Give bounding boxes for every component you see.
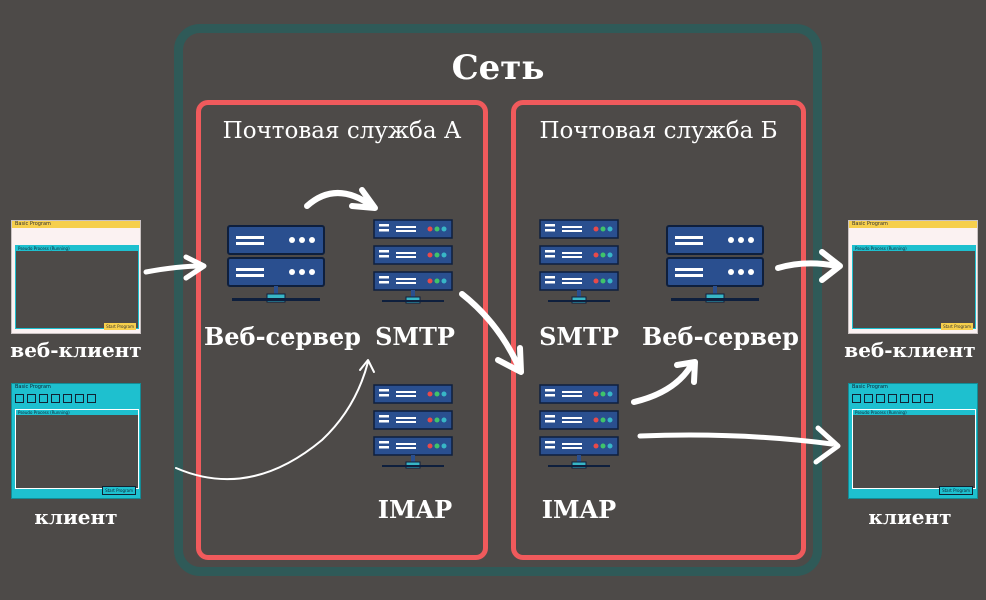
toolbar-icon (900, 394, 909, 403)
mail-service-b-title: Почтовая служба Б (539, 118, 778, 144)
start-program-button: Start Program (941, 323, 973, 330)
desktop-window-icon: Basic Program Pseudo Process (Running) S… (11, 383, 141, 499)
start-program-button: Start Program (102, 486, 136, 495)
right-client-label: клиент (868, 505, 952, 529)
server-rack-icon (539, 384, 619, 469)
toolbar-icon (912, 394, 921, 403)
imap-a-label: IMAP (377, 495, 453, 524)
window-inner-panel: Pseudo Process (Running) (15, 409, 139, 489)
toolbar-icon (15, 394, 24, 403)
server-rack-icon (539, 219, 619, 304)
network-title: Сеть (451, 48, 545, 88)
desktop-window-icon: Basic Program Pseudo Process (Running) S… (848, 383, 978, 499)
left-client-label: клиент (34, 505, 118, 529)
toolbar-icon (51, 394, 60, 403)
mail-service-b-box (511, 100, 806, 560)
window-inner-title: Pseudo Process (Running) (853, 246, 975, 251)
window-inner-title: Pseudo Process (Running) (16, 246, 138, 251)
toolbar-icon (924, 394, 933, 403)
smtp-b-label: SMTP (539, 322, 619, 351)
window-toolbar (15, 394, 137, 403)
window-toolbar (852, 394, 974, 403)
web-server-b-label: Веб-сервер (642, 322, 799, 351)
browser-window-icon: Basic Program Pseudo Process (Running) S… (11, 220, 141, 334)
window-inner-title: Pseudo Process (Running) (853, 410, 975, 415)
toolbar-icon (852, 394, 861, 403)
server-rack-icon (373, 219, 453, 304)
window-title: Basic Program (849, 221, 977, 228)
smtp-a-label: SMTP (375, 322, 455, 351)
window-inner-panel: Pseudo Process (Running) (15, 245, 139, 329)
right-web-client-label: веб-клиент (844, 338, 976, 362)
start-program-button: Start Program (939, 486, 973, 495)
network-container (174, 24, 822, 576)
toolbar-icon (864, 394, 873, 403)
window-inner-title: Pseudo Process (Running) (16, 410, 138, 415)
toolbar-icon (27, 394, 36, 403)
toolbar-icon (888, 394, 897, 403)
web-server-icon (227, 225, 325, 303)
imap-b-label: IMAP (541, 495, 617, 524)
toolbar-icon (876, 394, 885, 403)
window-title: Basic Program (852, 384, 888, 390)
window-title: Basic Program (15, 384, 51, 390)
web-server-icon (666, 225, 764, 303)
left-web-client-label: веб-клиент (10, 338, 142, 362)
web-server-a-label: Веб-сервер (204, 322, 361, 351)
server-rack-icon (373, 384, 453, 469)
browser-window-icon: Basic Program Pseudo Process (Running) S… (848, 220, 978, 334)
start-program-button: Start Program (104, 323, 136, 330)
mail-service-a-title: Почтовая служба А (222, 118, 462, 144)
window-title: Basic Program (12, 221, 140, 228)
toolbar-icon (87, 394, 96, 403)
window-inner-panel: Pseudo Process (Running) (852, 245, 976, 329)
toolbar-icon (39, 394, 48, 403)
toolbar-icon (63, 394, 72, 403)
toolbar-icon (75, 394, 84, 403)
mail-service-a-box (196, 100, 488, 560)
window-inner-panel: Pseudo Process (Running) (852, 409, 976, 489)
